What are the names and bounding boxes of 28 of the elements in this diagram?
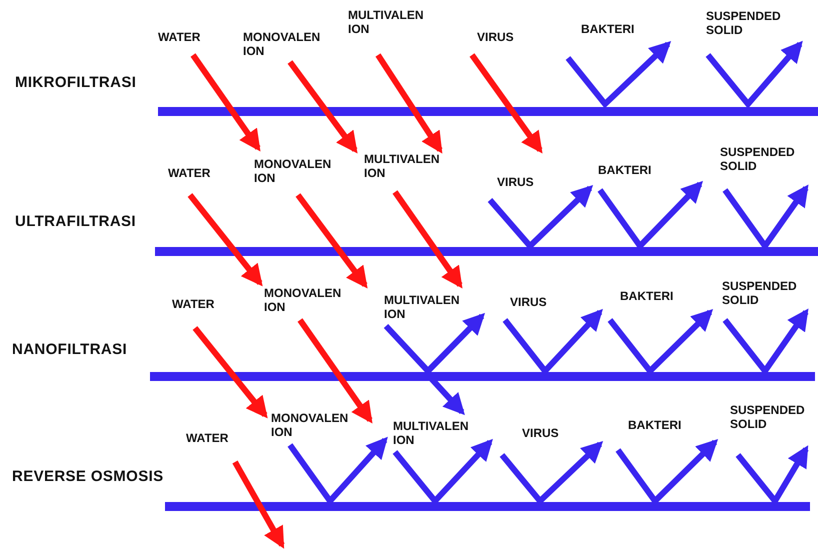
particle-label: VIRUS [510, 295, 547, 309]
particle-label: VIRUS [477, 30, 514, 44]
particle-label: MULTIVALEN ION [364, 152, 441, 180]
particle-label: WATER [186, 431, 228, 445]
particle-label: WATER [158, 30, 200, 44]
particle-label: BAKTERI [581, 22, 634, 36]
row-heading: REVERSE OSMOSIS [12, 467, 164, 487]
particle-label: MONOVALEN ION [243, 30, 322, 58]
particle-label: MULTIVALEN ION [348, 8, 425, 36]
particle-label: WATER [168, 166, 210, 180]
row-heading: ULTRAFILTRASI [15, 212, 136, 232]
particle-label: MULTIVALEN ION [384, 293, 461, 321]
particle-label: WATER [172, 297, 214, 311]
row-heading: MIKROFILTRASI [15, 73, 136, 93]
particle-label: MONOVALEN ION [271, 411, 350, 439]
particle-label: MONOVALEN ION [254, 157, 332, 185]
row-heading: NANOFILTRASI [12, 340, 128, 360]
particle-label: BAKTERI [628, 418, 682, 432]
particle-label: BAKTERI [598, 163, 652, 177]
particle-label: SUSPENDED SOLID [720, 145, 796, 173]
particle-label: SUSPENDED SOLID [706, 9, 782, 37]
particle-label: MONOVALEN ION [264, 286, 342, 314]
particle-label: BAKTERI [620, 289, 674, 303]
particle-label: SUSPENDED SOLID [722, 279, 798, 307]
particle-label: SUSPENDED SOLID [730, 403, 806, 431]
particle-label: VIRUS [497, 175, 534, 189]
particle-label: MULTIVALEN ION [393, 419, 470, 447]
particle-label: VIRUS [522, 426, 559, 440]
